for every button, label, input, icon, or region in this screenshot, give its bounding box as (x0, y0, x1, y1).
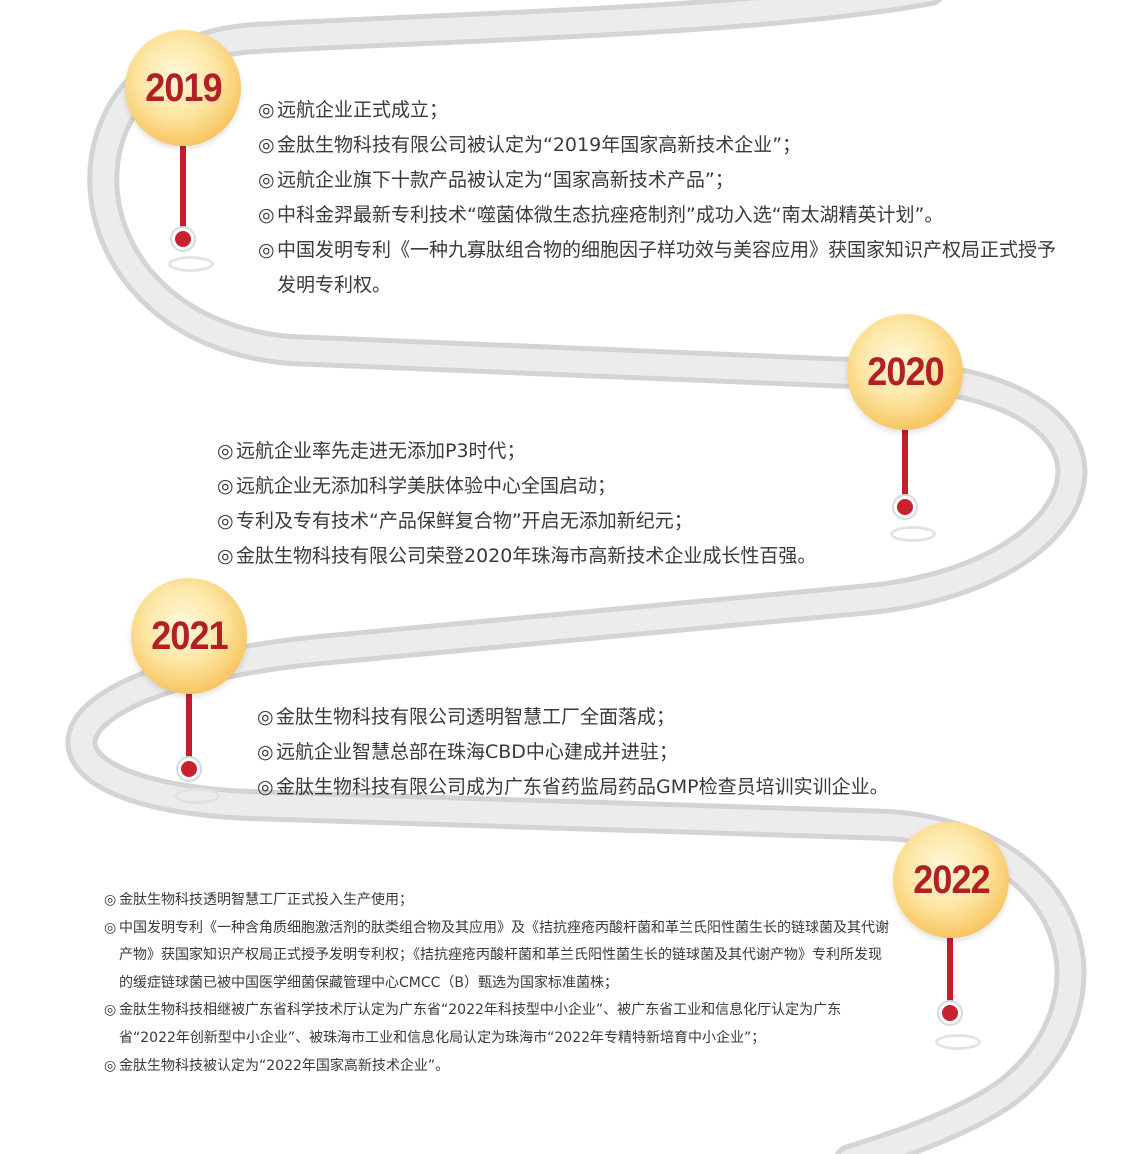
year-label: 2020 (866, 349, 944, 394)
item-text: 金肽生物科技有限公司被认定为“2019年国家高新技术企业”； (277, 134, 802, 156)
item-text: 中国发明专利《一种九寡肽组合物的细胞因子样功效与美容应用》获国家知识产权局正式授… (277, 239, 1057, 296)
bullet-icon: ◎ (258, 204, 275, 226)
year-label: 2022 (912, 857, 990, 902)
road-surface (70, 0, 1083, 1154)
bullet-icon: ◎ (217, 440, 234, 462)
year-badge-2022: 2022 (893, 822, 1009, 938)
pin-dot (894, 496, 916, 518)
bullet-icon: ◎ (257, 776, 274, 798)
item-text: 金肽生物科技透明智慧工厂正式投入生产使用； (119, 892, 413, 908)
list-item: ◎远航企业率先走进无添加P3时代； (217, 434, 917, 469)
item-text: 中科金羿最新专利技术“噬菌体微生态抗痤疮制剂”成功入选“南太湖精英计划”。 (277, 204, 944, 226)
bullet-icon: ◎ (104, 1057, 117, 1074)
pin-dot (178, 758, 200, 780)
list-item: ◎中国发明专利《一种含角质细胞激活剂的肽类组合物及其应用》及《拮抗痤疮丙酸杆菌和… (104, 915, 894, 998)
list-item: ◎远航企业正式成立； (258, 93, 1073, 128)
bullet-icon: ◎ (104, 919, 117, 936)
list-item: ◎远航企业无添加科学美肤体验中心全国启动； (217, 469, 917, 504)
milestone-2020-list: ◎远航企业率先走进无添加P3时代； ◎远航企业无添加科学美肤体验中心全国启动； … (217, 434, 917, 574)
list-item: ◎远航企业旗下十款产品被认定为“国家高新技术产品”； (258, 163, 1073, 198)
list-item: ◎金肽生物科技有限公司被认定为“2019年国家高新技术企业”； (258, 128, 1073, 163)
milestone-2022-list: ◎金肽生物科技透明智慧工厂正式投入生产使用； ◎中国发明专利《一种含角质细胞激活… (104, 887, 894, 1080)
bullet-icon: ◎ (104, 892, 117, 908)
item-text: 金肽生物科技有限公司透明智慧工厂全面落成； (276, 706, 676, 728)
item-text: 金肽生物科技有限公司成为广东省药监局药品GMP检查员培训实训企业。 (276, 776, 889, 798)
list-item: ◎中国发明专利《一种九寡肽组合物的细胞因子样功效与美容应用》获国家知识产权局正式… (258, 233, 1073, 303)
item-text: 中国发明专利《一种含角质细胞激活剂的肽类组合物及其应用》及《拮抗痤疮丙酸杆菌和革… (119, 919, 889, 991)
item-text: 金肽生物科技被认定为“2022年国家高新技术企业”。 (119, 1057, 450, 1074)
year-badge-2020: 2020 (847, 314, 963, 430)
item-text: 远航企业智慧总部在珠海CBD中心建成并进驻； (276, 741, 678, 763)
list-item: ◎金肽生物科技相继被广东省科学技术厅认定为广东省“2022年科技型中小企业”、被… (104, 997, 894, 1052)
item-text: 金肽生物科技相继被广东省科学技术厅认定为广东省“2022年科技型中小企业”、被广… (119, 1002, 842, 1046)
bullet-icon: ◎ (217, 510, 234, 532)
bullet-icon: ◎ (217, 475, 234, 497)
pin-stem (186, 690, 192, 760)
item-text: 专利及专有技术“产品保鲜复合物”开启无添加新纪元； (236, 510, 693, 532)
pin-stem (180, 146, 186, 228)
list-item: ◎中科金羿最新专利技术“噬菌体微生态抗痤疮制剂”成功入选“南太湖精英计划”。 (258, 198, 1073, 233)
pin-shadow (935, 1034, 981, 1050)
pin-shadow (174, 788, 220, 804)
list-item: ◎金肽生物科技有限公司成为广东省药监局药品GMP检查员培训实训企业。 (257, 770, 1017, 805)
list-item: ◎金肽生物科技被认定为“2022年国家高新技术企业”。 (104, 1053, 894, 1081)
item-text: 远航企业无添加科学美肤体验中心全国启动； (236, 475, 617, 497)
bullet-icon: ◎ (104, 1002, 117, 1019)
item-text: 远航企业正式成立； (277, 99, 449, 121)
bullet-icon: ◎ (258, 169, 275, 191)
pin-shadow (168, 256, 214, 272)
bullet-icon: ◎ (217, 545, 234, 567)
pin-shadow (890, 526, 936, 542)
pin-stem (902, 428, 908, 498)
year-label: 2021 (150, 613, 228, 658)
bullet-icon: ◎ (258, 134, 275, 156)
pin-dot (939, 1002, 961, 1024)
list-item: ◎专利及专有技术“产品保鲜复合物”开启无添加新纪元； (217, 504, 917, 539)
list-item: ◎远航企业智慧总部在珠海CBD中心建成并进驻； (257, 735, 1017, 770)
item-text: 远航企业率先走进无添加P3时代； (236, 440, 526, 462)
milestone-2019-list: ◎远航企业正式成立； ◎金肽生物科技有限公司被认定为“2019年国家高新技术企业… (258, 93, 1073, 303)
year-badge-2019: 2019 (125, 30, 241, 146)
milestone-2021-list: ◎金肽生物科技有限公司透明智慧工厂全面落成； ◎远航企业智慧总部在珠海CBD中心… (257, 700, 1017, 805)
year-badge-2021: 2021 (131, 578, 247, 694)
item-text: 金肽生物科技有限公司荣登2020年珠海市高新技术企业成长性百强。 (236, 545, 817, 567)
pin-dot (172, 228, 194, 250)
list-item: ◎金肽生物科技有限公司透明智慧工厂全面落成； (257, 700, 1017, 735)
list-item: ◎金肽生物科技透明智慧工厂正式投入生产使用； (104, 887, 894, 915)
bullet-icon: ◎ (257, 741, 274, 763)
year-label: 2019 (144, 65, 222, 110)
pin-stem (947, 934, 953, 1004)
bullet-icon: ◎ (257, 706, 274, 728)
list-item: ◎金肽生物科技有限公司荣登2020年珠海市高新技术企业成长性百强。 (217, 539, 917, 574)
item-text: 远航企业旗下十款产品被认定为“国家高新技术产品”； (277, 169, 734, 191)
bullet-icon: ◎ (258, 99, 275, 121)
bullet-icon: ◎ (258, 239, 275, 261)
